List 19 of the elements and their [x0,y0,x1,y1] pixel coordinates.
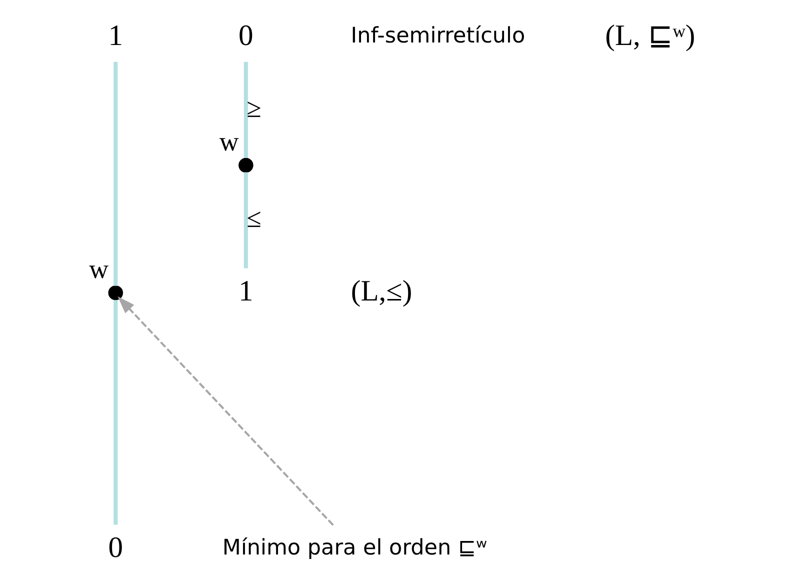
arrow [117,296,334,526]
connector [243,62,248,158]
edge-label: ≥ [246,92,261,123]
connector [113,300,118,525]
node-circle [238,158,253,173]
label: Inf-semirretículo [350,24,525,49]
connector [243,172,248,268]
label: (L, ⊑ʷ) [604,20,695,52]
edge-label: ≤ [246,203,261,234]
node-text: 0 [108,532,123,564]
node-text: 1 [108,20,123,52]
node-text: Mínimo para el orden ⊑ʷ [222,535,487,560]
node-label: w [88,254,108,284]
node-circle [108,285,123,300]
node-label: w [218,126,238,156]
label: (L,≤) [350,275,412,308]
node-text: 1 [238,275,253,308]
connector [113,62,118,286]
node-text: 0 [238,20,253,52]
